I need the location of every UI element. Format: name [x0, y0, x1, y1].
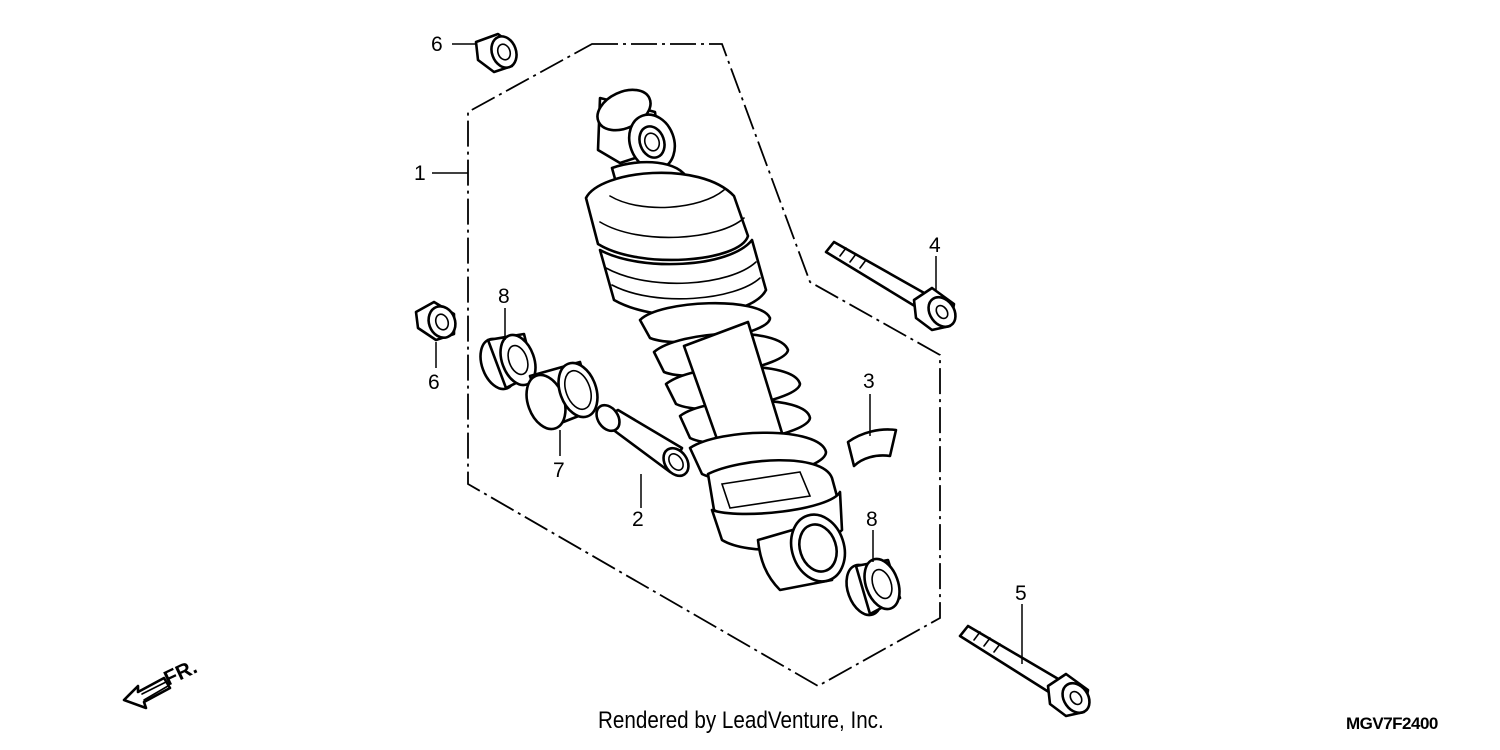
callout-6-upper: 6	[431, 33, 443, 56]
callout-8-upper: 8	[498, 285, 510, 308]
callout-5: 5	[1015, 582, 1027, 605]
needle-bearing	[525, 360, 599, 431]
callout-6-lower: 6	[428, 371, 440, 394]
caution-label	[846, 428, 898, 468]
callout-2: 2	[632, 508, 644, 531]
lower-mount-bolt	[958, 624, 1091, 718]
front-direction-arrow: FR.	[122, 655, 201, 710]
self-locking-nut-lower	[414, 300, 457, 342]
assembly-boundary	[467, 43, 941, 688]
callout-1: 1	[414, 162, 426, 185]
callout-4: 4	[929, 234, 941, 257]
callout-7: 7	[553, 459, 565, 482]
collar	[595, 403, 690, 478]
dust-seal-lower	[845, 557, 902, 617]
callout-3: 3	[863, 370, 875, 393]
shock-absorber	[584, 88, 847, 592]
diagram-code: MGV7F2400	[1346, 714, 1438, 733]
callout-8-lower: 8	[866, 508, 878, 531]
self-locking-nut-upper	[474, 32, 518, 74]
leader-lines	[432, 43, 1023, 664]
upper-mount-bolt	[824, 240, 957, 332]
render-credit: Rendered by LeadVenture, Inc.	[598, 707, 884, 734]
